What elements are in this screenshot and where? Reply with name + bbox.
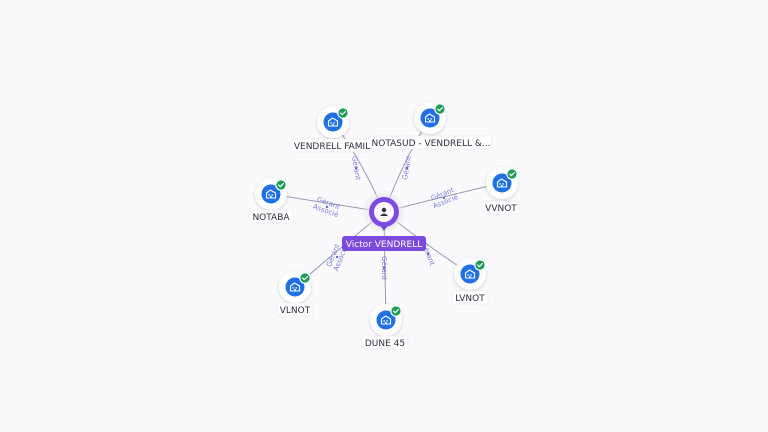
verified-check-icon bbox=[390, 305, 402, 317]
node-label-box bbox=[369, 135, 493, 150]
node-label-box bbox=[451, 290, 489, 305]
node-label: VLNOT bbox=[280, 306, 311, 316]
company-icon bbox=[380, 315, 392, 325]
edge-arrow-dune45 bbox=[382, 266, 386, 270]
node-label-box bbox=[361, 335, 409, 350]
node-circle bbox=[285, 277, 305, 297]
node-vendrell-famil[interactable]: VENDRELL FAMIL bbox=[289, 106, 375, 153]
edge-arrow-lvnot bbox=[426, 252, 430, 256]
node-label: NOTASUD - VENDRELL &... bbox=[372, 139, 491, 149]
edge-arrow-vendrell-famil bbox=[354, 166, 358, 170]
company-icon bbox=[265, 189, 277, 199]
node-notaba[interactable]: NOTABA bbox=[248, 178, 294, 224]
company-icon bbox=[464, 269, 476, 279]
company-icon bbox=[289, 282, 301, 292]
verified-check-icon bbox=[434, 103, 446, 115]
node-label-box bbox=[482, 200, 520, 215]
node-label: LVNOT bbox=[455, 294, 485, 304]
node-circle bbox=[376, 310, 396, 330]
node-notasud[interactable]: NOTASUD - VENDRELL &... bbox=[369, 102, 493, 150]
node-label-box bbox=[248, 209, 294, 224]
node-label-box bbox=[276, 302, 314, 317]
edge-arrow-notasud bbox=[405, 166, 409, 170]
center-label-box bbox=[342, 236, 426, 251]
center-node[interactable]: Victor VENDRELL bbox=[342, 190, 426, 251]
verified-check-icon bbox=[299, 272, 311, 284]
node-label: VVNOT bbox=[485, 204, 517, 214]
node-circle bbox=[460, 264, 480, 284]
center-pin-tip bbox=[379, 224, 389, 231]
edge-arrow-vlnot bbox=[335, 255, 339, 259]
node-lvnot[interactable]: LVNOT bbox=[451, 258, 489, 305]
node-vvnot[interactable]: VVNOT bbox=[482, 167, 520, 215]
person-icon bbox=[380, 207, 388, 216]
company-icon bbox=[424, 113, 436, 123]
node-circle bbox=[492, 173, 512, 193]
node-vlnot[interactable]: VLNOT bbox=[276, 271, 314, 317]
node-label: NOTABA bbox=[252, 213, 290, 223]
verified-check-icon bbox=[474, 259, 486, 271]
node-circle bbox=[261, 184, 281, 204]
company-icon bbox=[327, 117, 339, 127]
company-icon bbox=[496, 178, 508, 188]
node-circle bbox=[323, 112, 343, 132]
edge-arrow-vvnot bbox=[442, 196, 446, 200]
center-label: Victor VENDRELL bbox=[346, 240, 422, 250]
node-label: VENDRELL FAMIL bbox=[294, 142, 370, 152]
verified-check-icon bbox=[506, 168, 518, 180]
verified-check-icon bbox=[275, 179, 287, 191]
node-circle bbox=[420, 108, 440, 128]
verified-check-icon bbox=[337, 107, 349, 119]
node-dune45[interactable]: DUNE 45 bbox=[361, 304, 409, 350]
node-label: DUNE 45 bbox=[365, 339, 405, 349]
edge-arrow-notaba bbox=[325, 205, 329, 209]
